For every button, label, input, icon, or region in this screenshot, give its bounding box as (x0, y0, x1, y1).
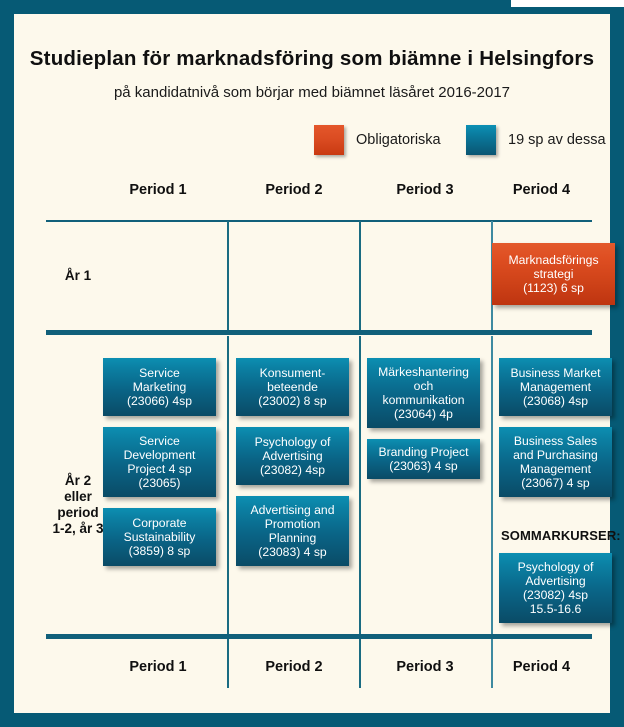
course-line: Sustainability (123, 530, 196, 544)
page-title: Studieplan för marknadsföring som biämne… (29, 47, 595, 70)
course-line: beteende (267, 380, 318, 394)
course-line: Marknadsförings (508, 253, 599, 267)
legend-swatch-mandatory-icon (314, 125, 344, 155)
page-subtitle: på kandidatnivå som börjar med biämnet l… (113, 84, 511, 101)
course-line: Business Sales (513, 434, 598, 448)
course-line: (23083) 4 sp (258, 545, 327, 559)
legend-swatch-selective-icon (466, 125, 496, 155)
row-label-line: År 2 (64, 473, 92, 488)
column-header-top-period-3: Period 3 (396, 182, 454, 198)
course-line: (1123) 6 sp (523, 281, 584, 295)
course-line: (23066) 4sp (126, 394, 193, 408)
row-label-year-2: År 2 eller period 1-2, år 3 (40, 473, 116, 537)
legend-item-mandatory: Obligatoriska (314, 125, 441, 155)
rule-above-bottom-headers (46, 634, 592, 639)
course-box-advertising-and-promotion-planning[interactable]: Advertising and Promotion Planning (2308… (236, 496, 349, 566)
course-box-branding-project[interactable]: Branding Project (23063) 4 sp (367, 439, 480, 479)
course-line: Management (519, 462, 592, 476)
course-line: 15.5-16.6 (529, 602, 582, 616)
course-line: strategi (533, 267, 574, 281)
study-plan-grid: Period 1 Period 2 Period 3 Period 4 År 1… (32, 178, 621, 688)
course-box-business-market-management[interactable]: Business Market Management (23068) 4sp (499, 358, 612, 416)
column-header-bottom-period-2: Period 2 (265, 659, 323, 675)
divider-v2-footer (359, 639, 361, 688)
row-label-line: period (57, 505, 99, 520)
course-line: Management (519, 380, 592, 394)
course-line: and Purchasing (513, 448, 598, 462)
course-line: (23063) 4 sp (389, 459, 458, 473)
course-box-konsumentbeteende[interactable]: Konsument- beteende (23002) 8 sp (236, 358, 349, 416)
rule-between-year1-year2 (46, 330, 592, 335)
course-line: Project 4 sp (127, 462, 192, 476)
column-header-top-period-2: Period 2 (265, 182, 323, 198)
course-line: och (413, 379, 434, 393)
legend-label-mandatory: Obligatoriska (356, 132, 441, 148)
course-line: (23065) (138, 476, 181, 490)
divider-v2-year1 (359, 221, 361, 333)
course-line: Märkeshantering (378, 365, 469, 379)
course-line: Development (123, 448, 196, 462)
course-line: Psychology of (517, 560, 594, 574)
course-line: Advertising (262, 449, 323, 463)
course-box-business-sales-and-purchasing-management[interactable]: Business Sales and Purchasing Management… (499, 427, 612, 497)
course-box-service-marketing[interactable]: Service Marketing (23066) 4sp (103, 358, 216, 416)
top-notch (511, 0, 624, 7)
course-box-markeshantering-och-kommunikation[interactable]: Märkeshantering och kommunikation (23064… (367, 358, 480, 428)
course-line: Planning (268, 531, 317, 545)
rule-under-top-headers (46, 220, 592, 222)
course-line: Service (139, 366, 180, 380)
course-line: kommunikation (382, 393, 465, 407)
course-box-service-development-project[interactable]: Service Development Project 4 sp (23065) (103, 427, 216, 497)
course-line: Marketing (132, 380, 187, 394)
course-line: Advertising and (250, 503, 335, 517)
divider-v2-year2 (359, 336, 361, 636)
divider-v3-year2 (491, 336, 493, 636)
legend-item-selective: 19 sp av dessa (466, 125, 606, 155)
row-label-line: eller (64, 489, 92, 504)
divider-v3-footer (491, 639, 493, 688)
summer-courses-label: SOMMARKURSER: (501, 528, 621, 543)
course-line: (23082) 4sp (522, 588, 589, 602)
course-line: (3859) 8 sp (128, 544, 191, 558)
course-box-psychology-of-advertising[interactable]: Psychology of Advertising (23082) 4sp (236, 427, 349, 485)
column-header-bottom-period-4: Period 4 (512, 659, 571, 675)
course-line: Konsument- (259, 366, 326, 380)
legend-label-selective: 19 sp av dessa (508, 132, 606, 148)
course-box-corporate-sustainability[interactable]: Corporate Sustainability (3859) 8 sp (103, 508, 216, 566)
column-header-bottom-period-1: Period 1 (129, 659, 187, 675)
course-line: (23067) 4 sp (521, 476, 590, 490)
row-label-line: 1-2, år 3 (52, 521, 104, 536)
column-header-bottom-period-3: Period 3 (396, 659, 454, 675)
course-line: (23002) 8 sp (258, 394, 327, 408)
divider-v1-year1 (227, 221, 229, 333)
divider-v1-footer (227, 639, 229, 688)
course-line: Psychology of (254, 435, 331, 449)
course-line: (23082) 4sp (259, 463, 326, 477)
course-box-summer-psychology-of-advertising[interactable]: Psychology of Advertising (23082) 4sp 15… (499, 553, 612, 623)
course-line: (23064) 4p (394, 407, 453, 421)
course-line: Corporate (132, 516, 187, 530)
divider-v1-year2 (227, 336, 229, 636)
course-line: Business Market (510, 366, 601, 380)
course-line: Branding Project (378, 445, 469, 459)
column-header-top-period-1: Period 1 (129, 182, 187, 198)
course-line: Advertising (525, 574, 586, 588)
course-line: Service (139, 434, 180, 448)
content-card: Studieplan för marknadsföring som biämne… (14, 14, 621, 713)
column-header-top-period-4: Period 4 (512, 182, 571, 198)
course-line: (23068) 4sp (522, 394, 589, 408)
course-box-marknadsforingsstrategi[interactable]: Marknadsförings strategi (1123) 6 sp (492, 243, 615, 305)
row-label-year-1: År 1 (64, 268, 92, 283)
course-line: Promotion (264, 517, 321, 531)
